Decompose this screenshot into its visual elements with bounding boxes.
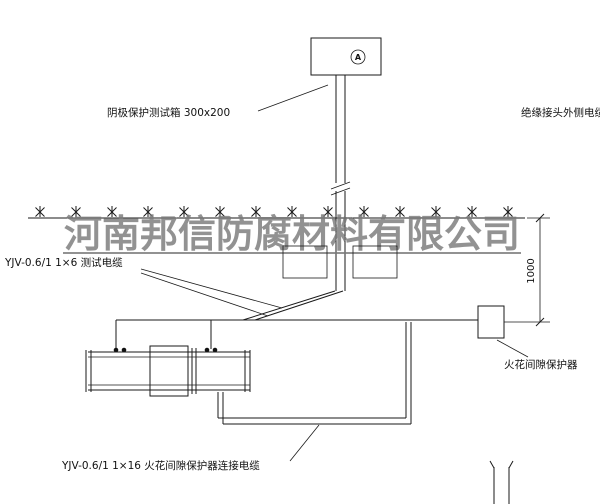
leader-line — [496, 339, 529, 358]
meter-symbol-letter: A — [355, 53, 362, 62]
test-box: A — [310, 37, 382, 76]
clamp-symbol — [489, 460, 514, 504]
riser-conduit — [330, 75, 351, 291]
dim-tick — [535, 213, 545, 223]
leader-line — [257, 84, 329, 112]
dim-tick — [535, 317, 545, 327]
leader-line — [140, 272, 269, 317]
pipeline — [85, 345, 251, 397]
test-box-callout: 阴极保护测试箱 300x200 — [107, 84, 329, 119]
concrete-blocks — [282, 245, 398, 279]
spark-connection-cables — [217, 322, 412, 425]
concrete-block-right — [352, 245, 398, 279]
spark-cable-callout: YJV-0.6/1 1×16 火花间隙保护器连接电缆 — [61, 424, 320, 472]
break-mark — [330, 187, 351, 196]
leader-line — [289, 424, 320, 462]
test-cables — [242, 290, 344, 321]
outer-cable-label: 绝缘接头外侧电缆 — [521, 106, 600, 119]
leader-line — [140, 268, 283, 309]
meter-symbol-circle — [350, 49, 366, 65]
dimension-1000: 1000 — [504, 213, 550, 327]
ground-line — [28, 205, 525, 219]
break-mark — [330, 181, 351, 190]
spark-gap-protector: 火花间隙保护器 — [477, 305, 578, 371]
spark-protector-label: 火花间隙保护器 — [504, 358, 578, 371]
insulating-joint — [149, 345, 189, 397]
test-cable-label: YJV-0.6/1 1×6 测试电缆 — [4, 256, 123, 269]
spark-cable-label: YJV-0.6/1 1×16 火花间隙保护器连接电缆 — [61, 459, 260, 472]
test-cable-callout: YJV-0.6/1 1×6 测试电缆 — [4, 256, 283, 317]
dimension-value: 1000 — [526, 258, 537, 283]
watermark: 河南邦信防腐材料有限公司 — [63, 211, 521, 256]
cable-bus — [115, 319, 478, 349]
test-box-label: 阴极保护测试箱 300x200 — [107, 106, 230, 119]
weld-connection-dots — [113, 347, 218, 353]
watermark-text: 河南邦信防腐材料有限公司 — [64, 211, 520, 256]
concrete-block-left — [282, 245, 328, 279]
